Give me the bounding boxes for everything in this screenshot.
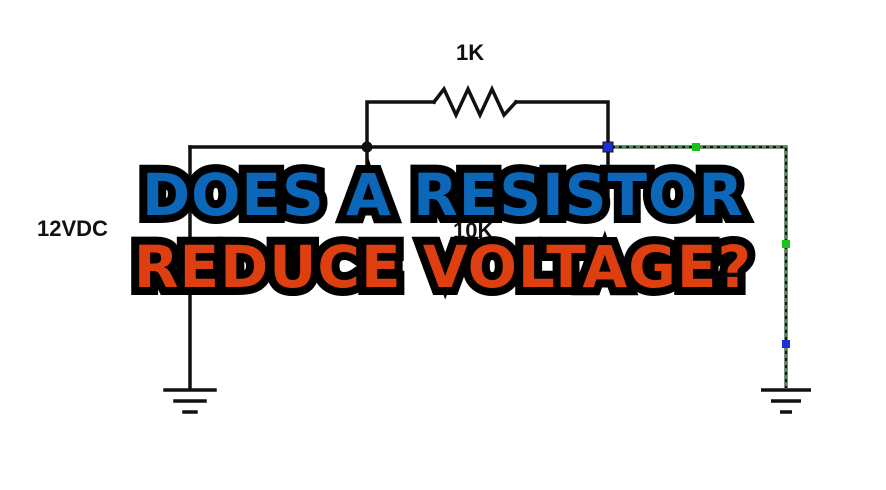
- probe-marker[interactable]: [782, 240, 790, 248]
- wire-top-right: [514, 100, 610, 149]
- resistor-1k: [431, 84, 519, 120]
- probe-marker[interactable]: [602, 141, 614, 153]
- source-voltage-label: 12VDC: [37, 216, 108, 241]
- probe-marker[interactable]: [692, 143, 700, 151]
- junction-dot: [361, 141, 373, 153]
- title-line-2: REDUCE VOLTAGE?: [126, 230, 759, 304]
- resistor-10k-label: 10K: [453, 218, 494, 243]
- resistor-1k-label: 1K: [456, 40, 485, 65]
- wire-top-left: [365, 100, 436, 149]
- ground-left: [163, 388, 217, 414]
- ground-right: [761, 388, 811, 414]
- probe-marker[interactable]: [782, 340, 790, 348]
- title-line-1: DOES A RESISTOR: [134, 158, 751, 232]
